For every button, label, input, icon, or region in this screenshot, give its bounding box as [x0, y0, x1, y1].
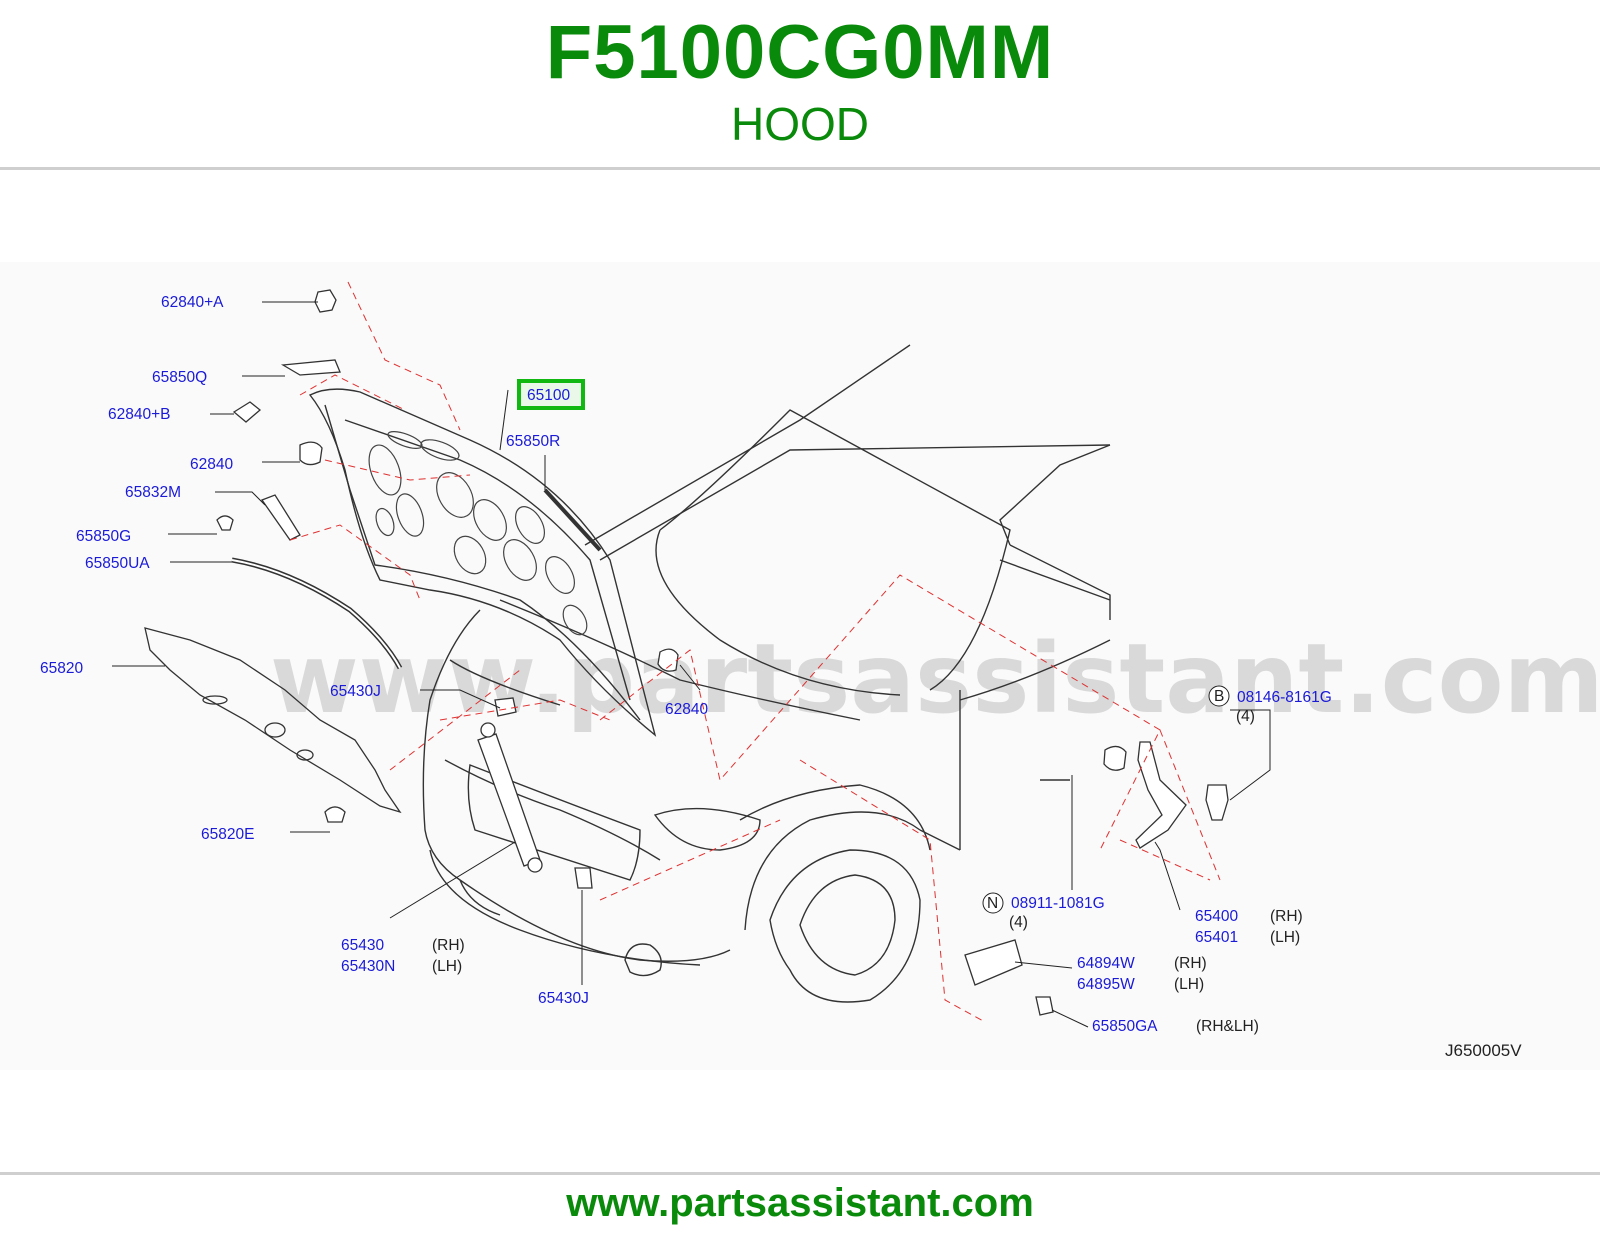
label-65401[interactable]: 65401: [1195, 929, 1238, 946]
label-65850G[interactable]: 65850G: [76, 528, 131, 545]
ball-stud-65430J-bottom-icon: [574, 867, 593, 889]
nut-08911-icon: [1103, 745, 1127, 771]
label-62840B[interactable]: 62840+B: [108, 406, 171, 423]
clip-65850G-icon: [216, 515, 234, 531]
hood-seal-strip-inner: [231, 559, 401, 669]
label-65430[interactable]: 65430: [341, 937, 384, 954]
label-64895W[interactable]: 64895W: [1077, 976, 1135, 993]
diagram-code: J650005V: [1445, 1041, 1522, 1060]
part-group-title: HOOD: [731, 98, 869, 150]
label-65850GA-side: (RH&LH): [1196, 1018, 1259, 1035]
label-08911-qty: (4): [1009, 914, 1028, 931]
part-number-title: F5100CG0MM: [545, 10, 1055, 95]
highlight-box: [517, 379, 585, 410]
hood-insulator: [144, 627, 402, 814]
small-parts: [216, 289, 1229, 1016]
label-08146-qty: (4): [1236, 708, 1255, 725]
bumper-64894W-icon: [964, 939, 1023, 986]
label-64895W-side: (LH): [1174, 976, 1204, 993]
hood-reinforcement-holes: [368, 431, 588, 636]
label-64894W[interactable]: 64894W: [1077, 955, 1135, 972]
label-65400-side: (RH): [1270, 908, 1303, 925]
label-65850UA[interactable]: 65850UA: [85, 555, 150, 572]
label-65850R[interactable]: 65850R: [506, 433, 560, 450]
circle-N-icon: [982, 892, 1004, 914]
label-65820E[interactable]: 65820E: [201, 826, 254, 843]
watermark-text: www.partsassistant.com: [270, 623, 1600, 735]
label-65401-side: (LH): [1270, 929, 1300, 946]
label-65100[interactable]: 65100: [527, 387, 570, 404]
label-circle-N: N: [987, 895, 998, 912]
page-header: F5100CG0MM HOOD: [0, 0, 1600, 170]
diagram-background: [0, 262, 1600, 1070]
label-65430N-side: (LH): [432, 958, 462, 975]
ball-stud-65430J-icon: [494, 697, 517, 717]
label-08146[interactable]: 08146-8161G: [1237, 689, 1332, 706]
label-circle-B: B: [1214, 688, 1224, 705]
label-65400[interactable]: 65400: [1195, 908, 1238, 925]
label-65430J-bottom[interactable]: 65430J: [538, 990, 589, 1007]
bracket-65832M-icon: [260, 494, 301, 541]
leader-lines: [112, 301, 1271, 1028]
alignment-lines: [289, 281, 1221, 1023]
label-62840A[interactable]: 62840+A: [161, 294, 224, 311]
vehicle-outline: [422, 344, 1111, 1003]
label-08911[interactable]: 08911-1081G: [1011, 895, 1105, 912]
bumper-62840-icon: [299, 441, 323, 466]
clip-65850GA-icon: [1035, 996, 1054, 1016]
footer-url-link[interactable]: www.partsassistant.com: [566, 1181, 1034, 1225]
label-65832M[interactable]: 65832M: [125, 484, 181, 501]
clip-65820E-icon: [324, 806, 346, 823]
clip-65850Q-icon: [280, 359, 341, 376]
label-65430-side: (RH): [432, 937, 465, 954]
label-65850Q[interactable]: 65850Q: [152, 369, 207, 386]
label-65820[interactable]: 65820: [40, 660, 83, 677]
bumper-62840-right-icon: [657, 648, 679, 672]
circle-B-icon: [1208, 685, 1230, 707]
label-62840-right[interactable]: 62840: [665, 701, 708, 718]
hood-seal-65850R: [543, 488, 602, 552]
label-62840-top[interactable]: 62840: [190, 456, 233, 473]
bumper-62840B-icon: [232, 401, 262, 423]
label-65850GA[interactable]: 65850GA: [1092, 1018, 1158, 1035]
label-65430N[interactable]: 65430N: [341, 958, 395, 975]
bottom-divider: [0, 1172, 1600, 1175]
bumper-62840A-icon: [314, 289, 337, 313]
hood-stay-strut: [477, 722, 543, 873]
hood-panel: [308, 388, 657, 737]
bolt-08146-icon: [1205, 784, 1229, 821]
label-64894W-side: (RH): [1174, 955, 1207, 972]
top-divider: [0, 167, 1600, 170]
label-65430J-left[interactable]: 65430J: [330, 683, 381, 700]
hood-hinge: [1135, 741, 1187, 849]
